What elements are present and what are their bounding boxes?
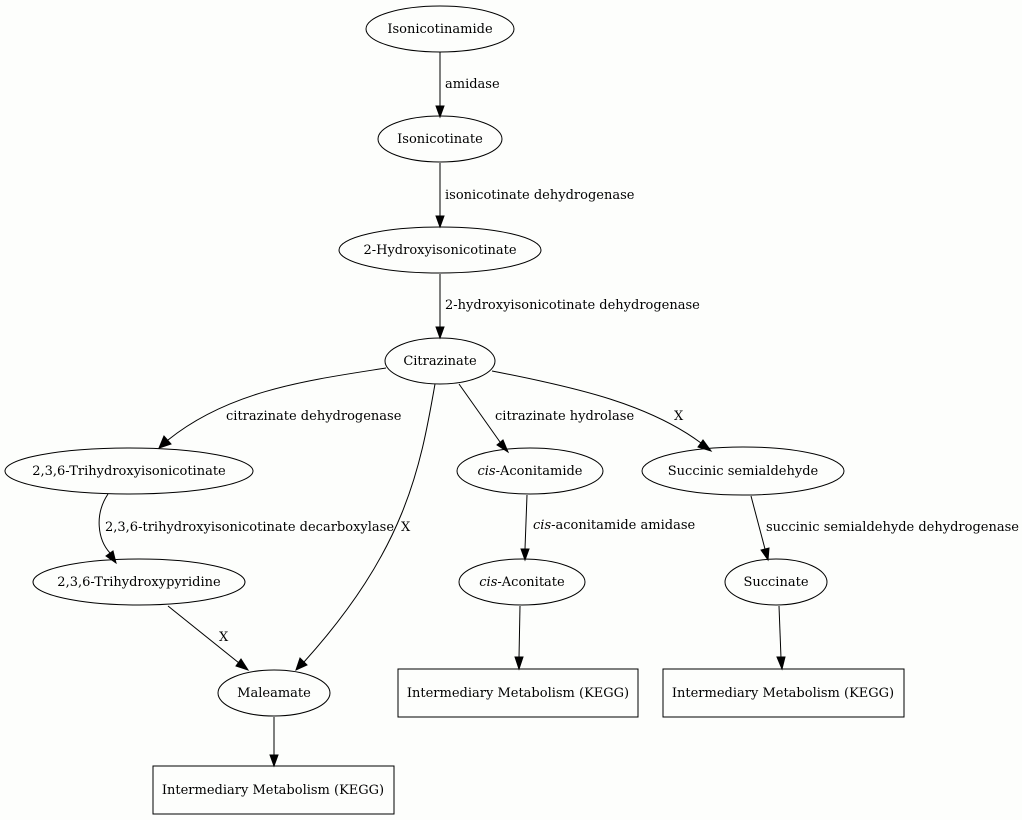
edge-line	[167, 605, 240, 664]
edge-line	[524, 494, 528, 550]
edge-line	[303, 383, 436, 663]
node-label: 2,3,6-Trihydroxyisonicotinate	[32, 464, 226, 479]
edge-line	[98, 493, 111, 554]
node-ellipse	[217, 669, 331, 717]
edge-line	[491, 370, 702, 444]
edge-citrazinate-hydrolase: citrazinate hydrolase	[458, 383, 634, 454]
edge-succinic-semialdehyde-dehydrogenase: succinic semialdehyde dehydrogenase	[750, 495, 1019, 562]
arrowhead	[295, 657, 308, 671]
edge-label-rest: -aconitamide amidase	[551, 518, 695, 533]
node-ellipse	[384, 337, 496, 385]
node-label: Intermediary Metabolism (KEGG)	[162, 783, 384, 798]
edge-label: cis-aconitamide amidase	[533, 518, 695, 533]
arrowhead	[776, 656, 786, 671]
node-isonicotinamide: Isonicotinamide	[365, 5, 515, 53]
node-label: Succinic semialdehyde	[668, 464, 819, 479]
node-ellipse	[365, 5, 515, 53]
node-citrazinate: Citrazinate	[384, 337, 496, 385]
arrowhead	[105, 550, 117, 565]
node-ellipse	[456, 447, 604, 495]
edge-cis-aconitamide-amidase: cis-aconitamide amidase	[520, 494, 695, 562]
node-label: Intermediary Metabolism (KEGG)	[672, 686, 894, 701]
node-2-3-6-trihydroxypyridine: 2,3,6-Trihydroxypyridine	[32, 558, 246, 606]
edge-label: isonicotinate dehydrogenase	[445, 188, 635, 203]
node-maleamate: Maleamate	[217, 669, 331, 717]
node-label: Isonicotinate	[397, 132, 483, 147]
node-label: cis-Aconitamide	[477, 464, 582, 479]
arrowhead	[520, 548, 530, 562]
node-isonicotinate: Isonicotinate	[377, 115, 503, 163]
edge-citrazinate-to-maleamate: X	[295, 383, 436, 671]
edge-line	[778, 605, 782, 659]
edge-label: X	[674, 409, 684, 424]
arrowhead	[435, 105, 445, 119]
node-label: cis-Aconitate	[479, 575, 565, 590]
node-label-italic: cis	[479, 575, 497, 590]
node-ellipse	[641, 446, 845, 496]
node-label: Intermediary Metabolism (KEGG)	[407, 686, 629, 701]
edge-trihydroxypyridine-to-maleamate: X	[167, 605, 250, 671]
node-succinate: Succinate	[724, 558, 828, 606]
edge-line	[750, 495, 766, 550]
arrowhead	[158, 435, 172, 449]
arrowhead	[760, 547, 770, 562]
node-label: Maleamate	[237, 686, 311, 701]
node-label-rest: -Aconitate	[497, 575, 565, 590]
node-kegg-from-cis-aconitate: Intermediary Metabolism (KEGG)	[397, 668, 639, 718]
edge-2-hydroxyisonicotinate-dehydrogenase: 2-hydroxyisonicotinate dehydrogenase	[435, 274, 700, 340]
node-label-italic: cis	[477, 464, 495, 479]
edge-label: 2-hydroxyisonicotinate dehydrogenase	[445, 298, 700, 313]
edge-label: succinic semialdehyde dehydrogenase	[766, 520, 1019, 535]
edge-label: 2,3,6-trihydroxyisonicotinate decarboxyl…	[105, 520, 394, 535]
edge-label: X	[219, 630, 229, 645]
edge-succinate-to-kegg	[776, 605, 786, 671]
node-label: 2-Hydroxyisonicotinate	[363, 243, 516, 258]
edge-decarboxylase: 2,3,6-trihydroxyisonicotinate decarboxyl…	[98, 493, 394, 565]
node-label: Succinate	[743, 575, 808, 590]
node-label-rest: -Aconitamide	[496, 464, 583, 479]
node-box	[152, 765, 395, 815]
edge-label: amidase	[445, 77, 500, 92]
node-ellipse	[338, 226, 542, 274]
edge-line	[167, 367, 387, 441]
node-ellipse	[724, 558, 828, 606]
node-box	[397, 668, 639, 718]
node-kegg-from-succinate: Intermediary Metabolism (KEGG)	[662, 668, 905, 718]
arrowhead	[514, 656, 524, 671]
arrowhead	[235, 658, 250, 671]
node-label: Citrazinate	[403, 354, 477, 369]
node-cis-aconitate: cis-Aconitate	[458, 558, 586, 606]
arrowhead	[435, 326, 445, 340]
node-ellipse	[4, 447, 254, 495]
node-2-3-6-trihydroxyisonicotinate: 2,3,6-Trihydroxyisonicotinate	[4, 447, 254, 495]
edge-label: citrazinate hydrolase	[495, 409, 634, 424]
node-ellipse	[458, 558, 586, 606]
node-kegg-from-maleamate: Intermediary Metabolism (KEGG)	[152, 765, 395, 815]
edge-label-italic: cis	[533, 518, 551, 533]
edge-label: citrazinate dehydrogenase	[226, 409, 402, 424]
node-label: 2,3,6-Trihydroxypyridine	[57, 575, 221, 590]
edge-cis-aconitate-to-kegg	[514, 605, 524, 671]
node-label: Isonicotinamide	[387, 22, 493, 37]
arrowhead	[269, 754, 279, 768]
arrowhead	[435, 215, 445, 229]
node-succinic-semialdehyde: Succinic semialdehyde	[641, 446, 845, 496]
edge-line	[458, 383, 501, 443]
edge-isonicotinate-dehydrogenase: isonicotinate dehydrogenase	[435, 163, 635, 229]
edge-label: X	[401, 520, 411, 535]
edge-citrazinate-dehydrogenase: citrazinate dehydrogenase	[158, 367, 402, 449]
node-ellipse	[377, 115, 503, 163]
node-ellipse	[32, 558, 246, 606]
edge-line	[518, 605, 521, 659]
node-cis-aconitamide: cis-Aconitamide	[456, 447, 604, 495]
edge-amidase: amidase	[435, 52, 500, 119]
node-2-hydroxyisonicotinate: 2-Hydroxyisonicotinate	[338, 226, 542, 274]
node-box	[662, 668, 905, 718]
edge-maleamate-to-kegg	[269, 717, 279, 768]
